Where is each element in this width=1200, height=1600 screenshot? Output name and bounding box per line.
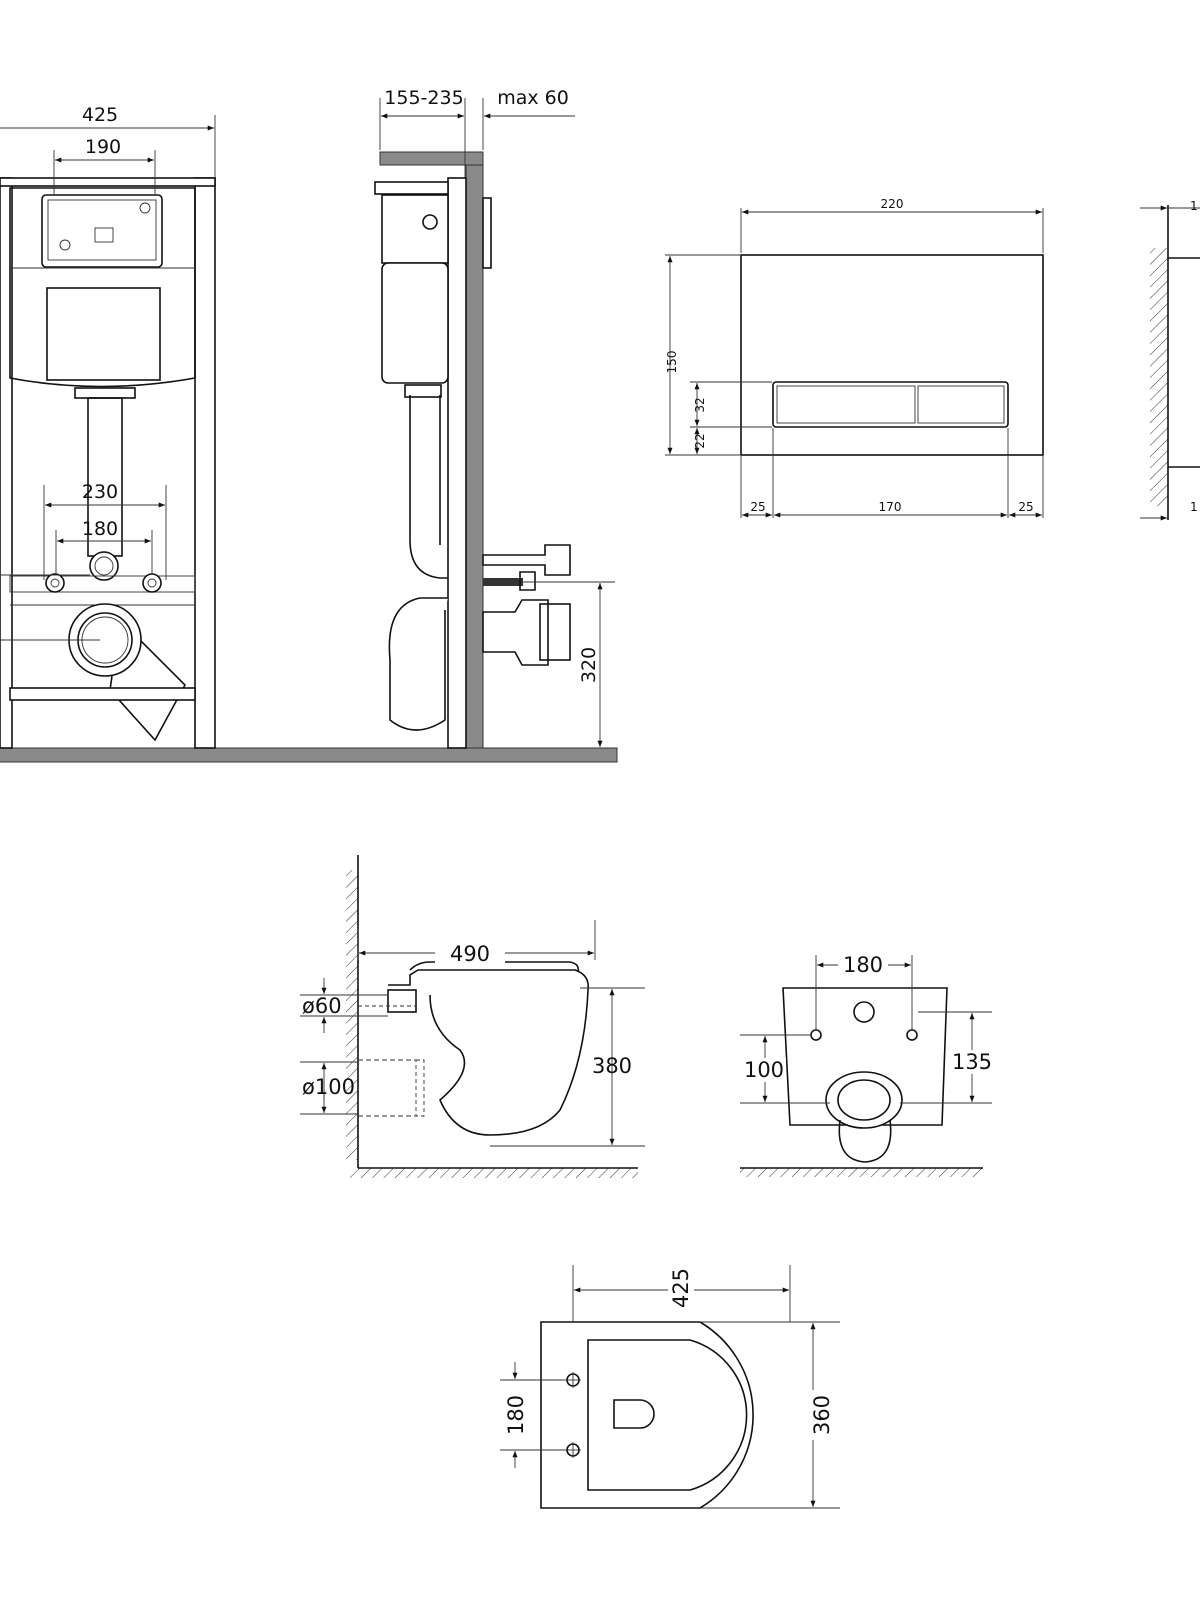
flush-plate-view: 220 150 32 22 25 170 25: [665, 197, 1044, 518]
dim-top-width: 425: [669, 1268, 693, 1308]
inlet-hole: [853, 1001, 875, 1023]
dim-back-bolt-spacing: 180: [843, 953, 883, 977]
bolt-left: [45, 573, 65, 593]
water-inlet: [482, 544, 571, 576]
button-full-flush: [917, 385, 1005, 424]
flush-plate: [740, 254, 1044, 456]
frame-front-view: 425 190 230 180: [0, 104, 618, 763]
dim-outlet-height: 320: [578, 647, 600, 683]
dim-side-bottom: 1: [1190, 500, 1198, 514]
side-flush-pipe: [409, 395, 448, 579]
flush-plate-side-view: 1 1: [1140, 199, 1200, 521]
bowl-back-outline: [782, 987, 948, 1126]
dim-inlet-diameter: ø60: [302, 994, 342, 1018]
dim-wall-thickness: max 60: [497, 87, 569, 109]
dim-bowl-length: 490: [450, 942, 490, 966]
bowl-drain: [613, 1399, 655, 1429]
dim-back-outlet-height: 100: [744, 1058, 784, 1082]
dim-top-depth: 360: [810, 1395, 834, 1435]
valve-box: [381, 194, 449, 264]
dim-frame-width: 425: [82, 104, 118, 126]
dim-bolt-inner: 180: [82, 518, 118, 540]
bowl-back-view: 180 100 135: [740, 952, 994, 1177]
bowl-top-view: 425 180 360: [500, 1262, 840, 1509]
wall-top: [379, 151, 484, 166]
button-small-flush: [776, 385, 916, 424]
dim-buttons-width: 170: [879, 500, 902, 514]
dim-margin-left: 25: [750, 500, 765, 514]
frame-side-view: 155-235 max 60 320: [374, 87, 615, 749]
frame-right-post: [194, 177, 216, 749]
bolt-right: [142, 573, 162, 593]
wall-section: [465, 164, 484, 749]
dim-outlet-diameter: ø100: [302, 1075, 355, 1099]
side-drain-elbow: [388, 597, 448, 731]
drain-connector: [482, 599, 549, 666]
dim-back-bolt-height: 135: [952, 1050, 992, 1074]
dim-plate-h: 150: [665, 351, 679, 374]
dim-button-bottom: 22: [693, 433, 707, 448]
frame-side-post: [447, 177, 467, 749]
bowl-inner-rim: [587, 1339, 748, 1491]
dim-bowl-height: 380: [592, 1054, 632, 1078]
dim-install-depth: 155-235: [384, 87, 463, 109]
dim-bolt-outer: 230: [82, 481, 118, 503]
dim-plate-w: 220: [881, 197, 904, 211]
bowl-top-outline: [540, 1321, 754, 1509]
cistern-panel: [46, 287, 161, 381]
flush-outlet: [89, 551, 119, 581]
flush-opening: [41, 194, 163, 268]
frame-top-bar: [0, 177, 216, 187]
dim-margin-right: 25: [1018, 500, 1033, 514]
bowl-side-view: 490 ø60 ø100 380: [300, 855, 645, 1178]
cistern: [9, 187, 196, 388]
floor-slab: [0, 747, 618, 763]
dim-plate-width: 190: [85, 136, 121, 158]
flush-buttons: [772, 381, 1009, 428]
dim-button-h: 32: [693, 397, 707, 412]
dim-top-bolt-spacing: 180: [504, 1395, 528, 1435]
bowl-profile: [388, 969, 590, 1136]
side-cistern: [381, 262, 449, 384]
dim-side-top: 1: [1190, 199, 1198, 213]
